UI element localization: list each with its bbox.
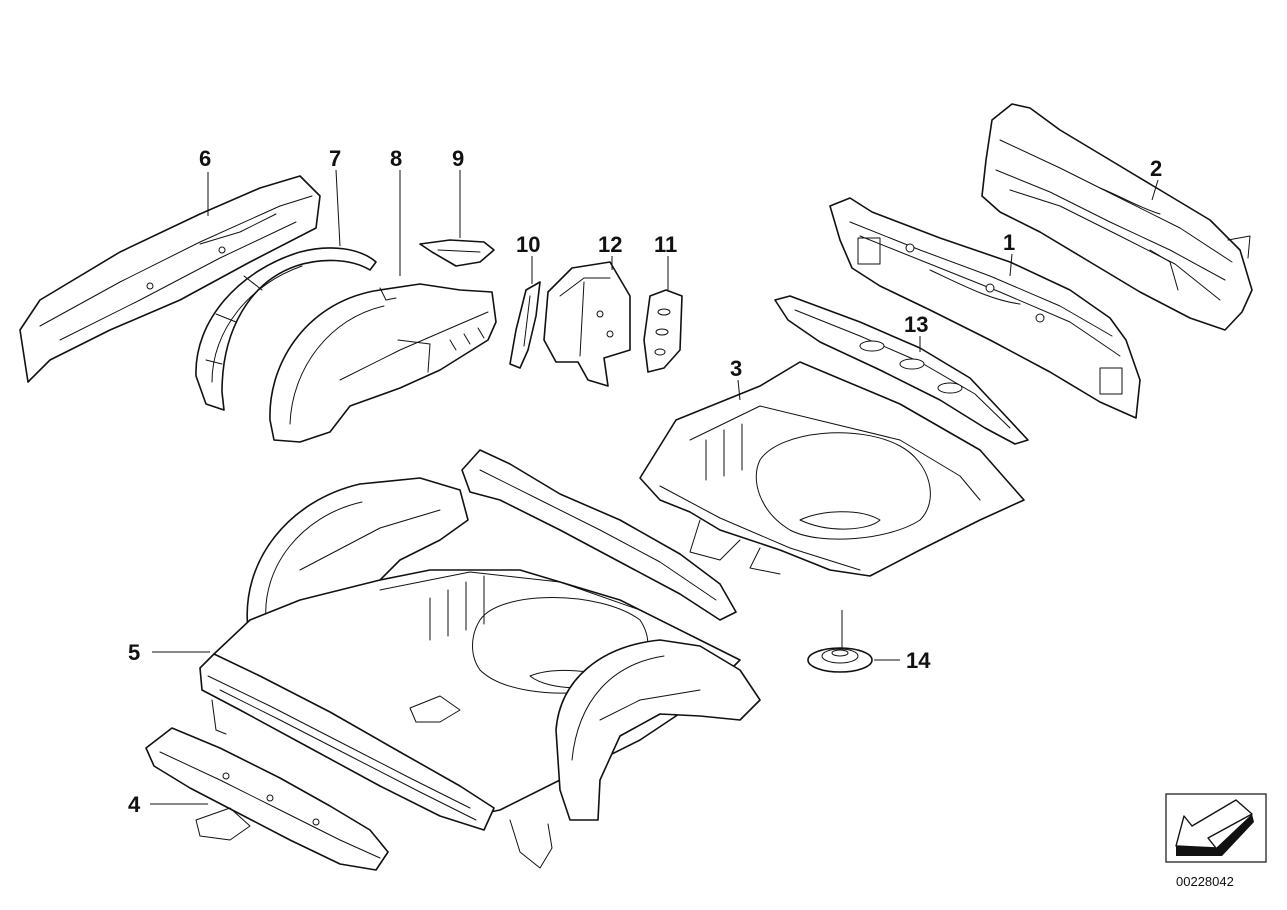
callout-labels: 1 2 3 4 5 6 7 8 9 10 11 12 13 14	[128, 146, 1162, 817]
part-2-rear-panel-upper[interactable]	[981, 103, 1253, 331]
part-10-reinforcement-strip[interactable]	[509, 281, 541, 369]
part-7-wheel-arch-inner[interactable]	[195, 247, 377, 411]
part-4-lower-cross-member[interactable]	[145, 727, 389, 871]
diagram-id-label: 00228042	[1176, 874, 1234, 889]
part-1-rear-panel-lower[interactable]	[829, 197, 1141, 419]
callout-6: 6	[199, 146, 211, 171]
callout-14: 14	[906, 648, 931, 673]
callout-13: 13	[904, 312, 928, 337]
part-3-trunk-floor[interactable]	[639, 361, 1025, 577]
direction-arrow-icon	[1165, 793, 1267, 863]
part-14-plug[interactable]	[807, 647, 873, 673]
part-5-rear-floor-assembly[interactable]	[199, 449, 761, 869]
part-9-bracket[interactable]	[419, 239, 495, 267]
part-13-cross-member[interactable]	[774, 295, 1029, 445]
callout-8: 8	[390, 146, 402, 171]
part-6-side-rail[interactable]	[19, 175, 321, 383]
part-12-side-panel[interactable]	[543, 261, 631, 387]
callout-4: 4	[128, 792, 141, 817]
callout-12: 12	[598, 232, 622, 257]
callout-1: 1	[1003, 230, 1015, 255]
callout-3: 3	[730, 356, 742, 381]
leader-lines	[150, 169, 1159, 805]
callout-7: 7	[329, 146, 341, 171]
callout-5: 5	[128, 640, 140, 665]
part-8-wheel-housing[interactable]	[269, 283, 497, 443]
part-11-plate[interactable]	[643, 289, 683, 373]
callout-2: 2	[1150, 156, 1162, 181]
callout-11: 11	[654, 232, 677, 257]
callout-10: 10	[516, 232, 540, 257]
callout-9: 9	[452, 146, 464, 171]
